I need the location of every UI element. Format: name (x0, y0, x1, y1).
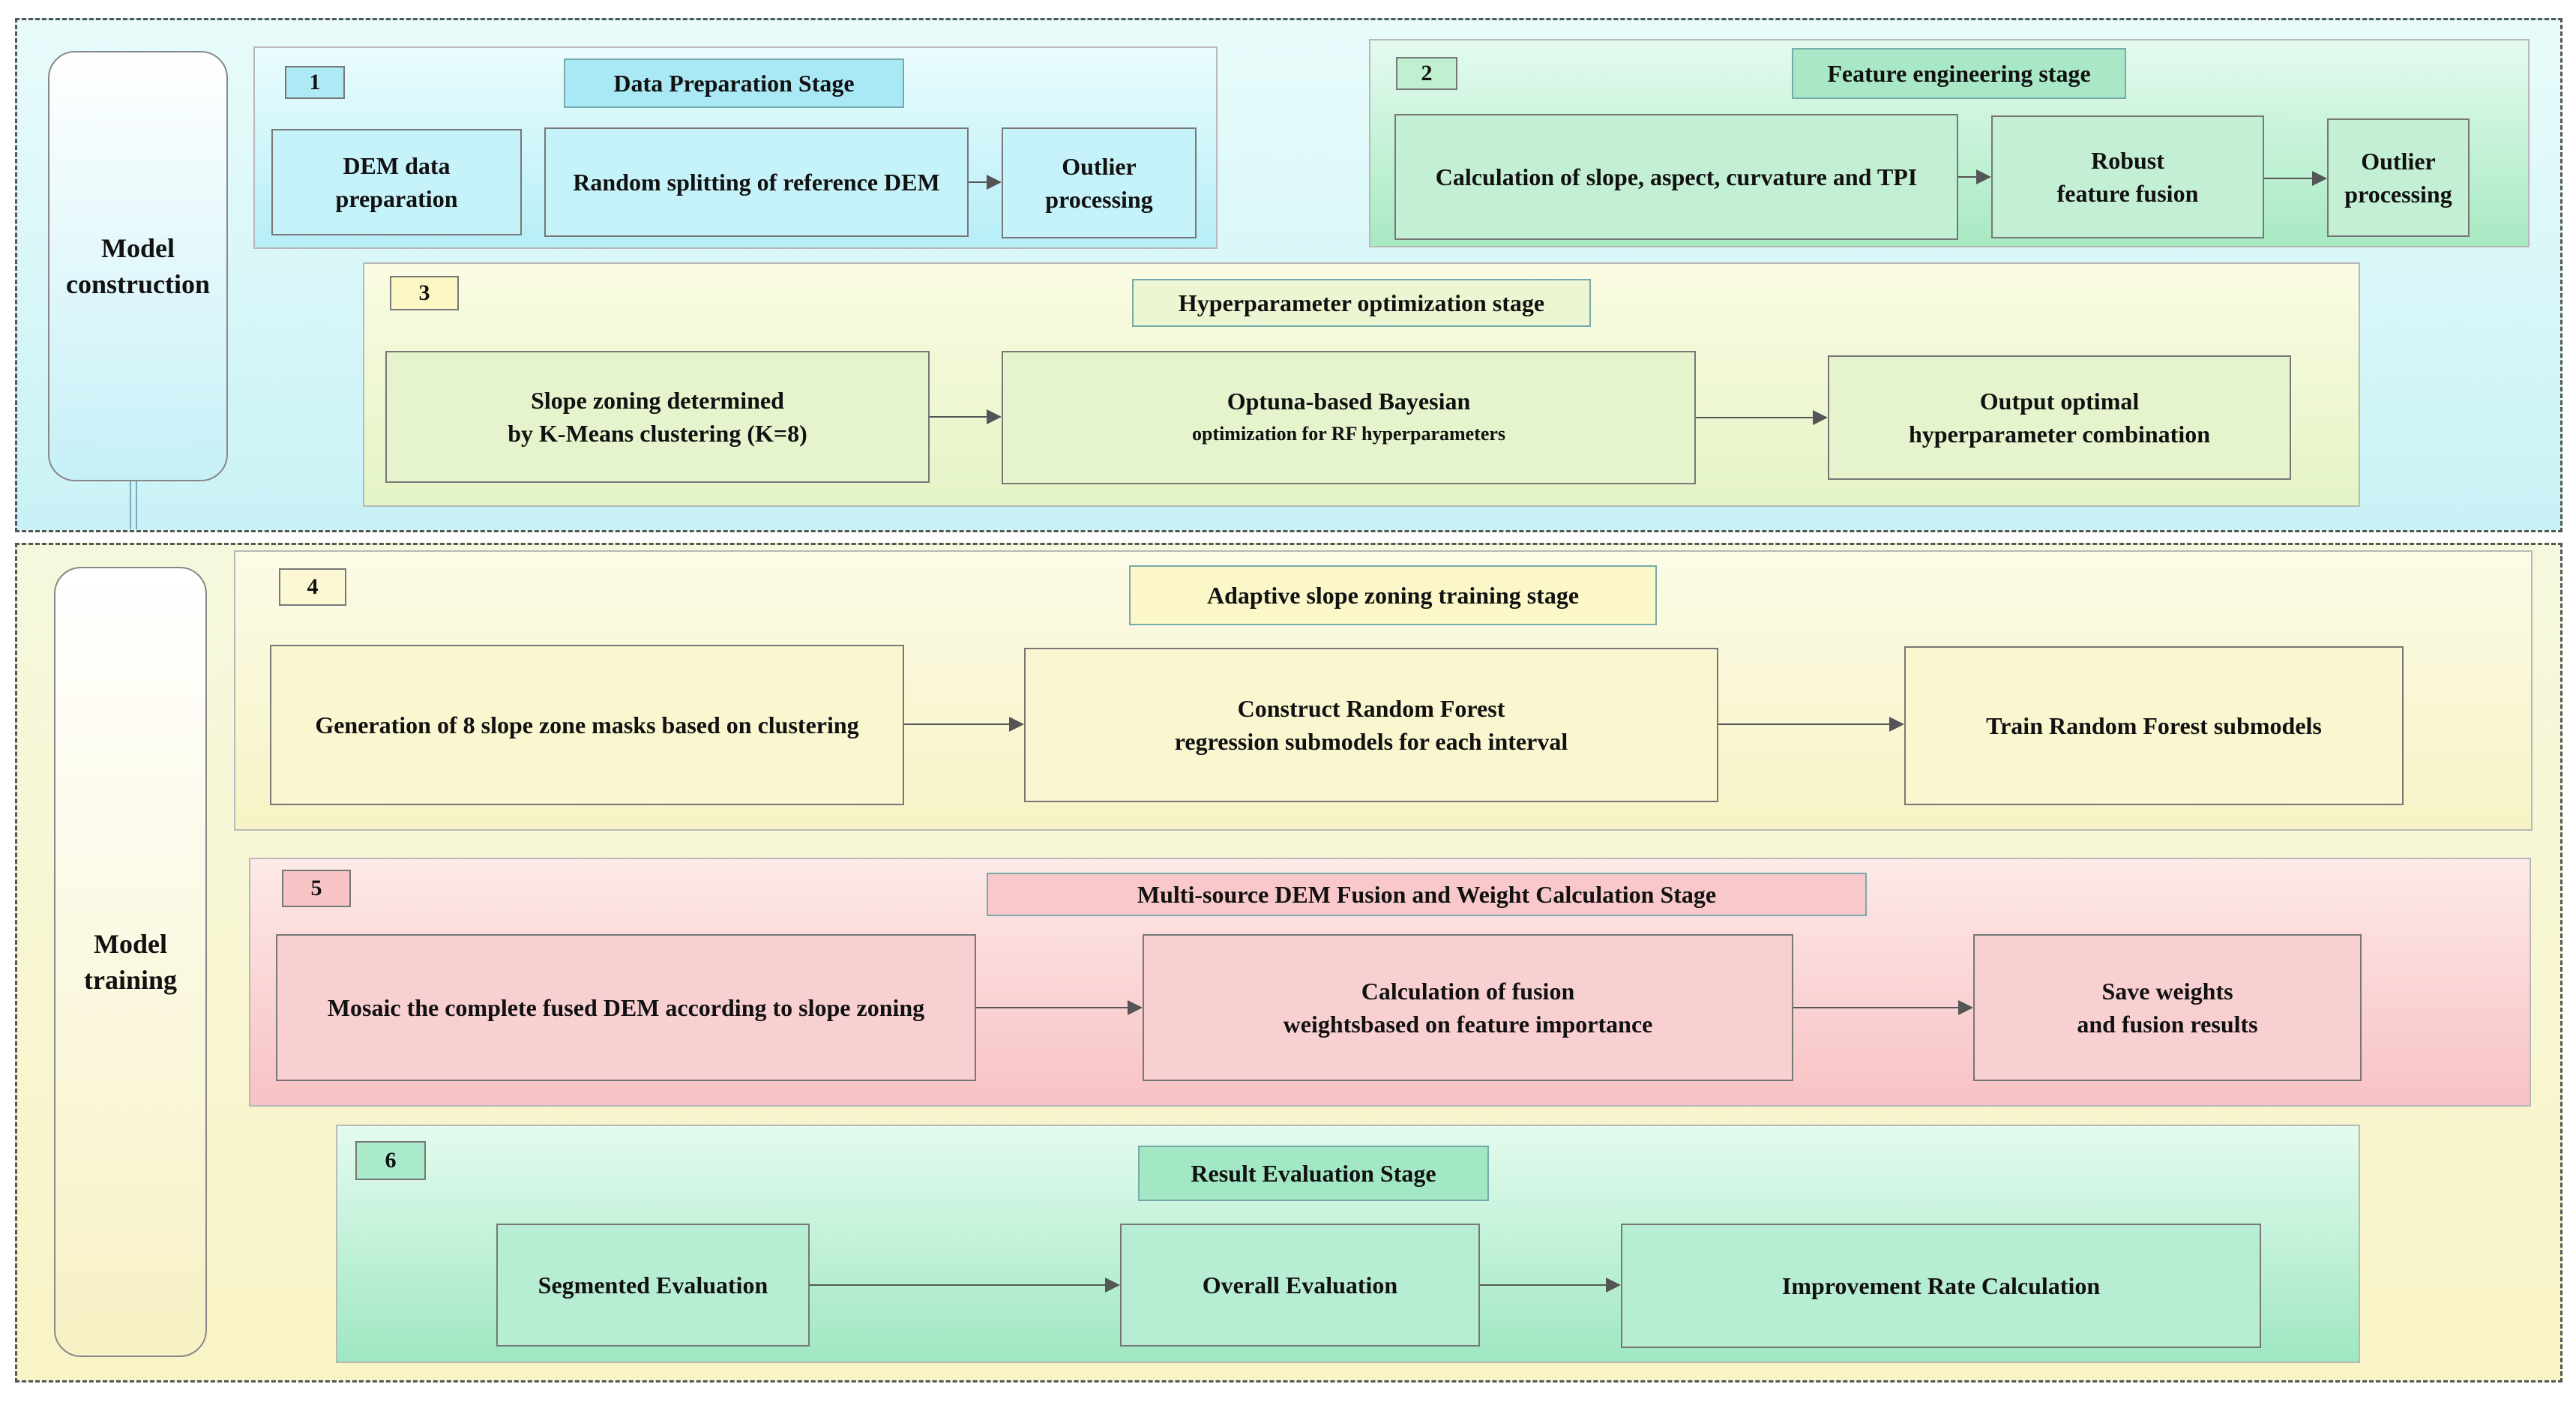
segmented-evaluation-box: Segmented Evaluation (496, 1224, 810, 1347)
improvement-rate-box: Improvement Rate Calculation (1621, 1224, 2261, 1348)
mosaic-fused-dem-box: Mosaic the complete fused DEM according … (276, 934, 976, 1081)
model-construction-text: Model construction (66, 233, 210, 299)
random-splitting-box: Random splitting of reference DEM (544, 127, 969, 237)
stage-6-title: Result Evaluation Stage (1138, 1146, 1489, 1201)
stage-1-number: 1 (285, 66, 345, 99)
outlier-processing-box-1: Outlier processing (1002, 127, 1197, 238)
slope-zoning-kmeans-box: Slope zoning determined by K-Means clust… (385, 351, 930, 483)
slope-aspect-curvature-box: Calculation of slope, aspect, curvature … (1394, 114, 1958, 240)
fusion-weights-box: Calculation of fusion weightsbased on fe… (1143, 934, 1793, 1081)
overall-evaluation-box: Overall Evaluation (1120, 1224, 1480, 1347)
stage-5-title: Multi-source DEM Fusion and Weight Calcu… (987, 873, 1867, 916)
model-construction-label: Model construction (48, 51, 228, 481)
stage-5-number: 5 (282, 870, 351, 907)
stage-3-title: Hyperparameter optimization stage (1132, 279, 1591, 327)
model-training-label: Model training (54, 567, 207, 1357)
robust-feature-fusion-box: Robust feature fusion (1991, 115, 2264, 238)
stage-4-number: 4 (279, 568, 346, 606)
train-random-forest-box: Train Random Forest submodels (1904, 646, 2404, 805)
construct-random-forest-box: Construct Random Forest regression submo… (1024, 648, 1718, 802)
stage-6-number: 6 (355, 1141, 426, 1180)
dem-data-preparation-box: DEM data preparation (271, 129, 522, 235)
output-optimal-hyperparameter-box: Output optimal hyperparameter combinatio… (1828, 355, 2291, 480)
optuna-bayesian-box: Optuna-based Bayesian optimization for R… (1002, 351, 1696, 484)
stage-4-title: Adaptive slope zoning training stage (1129, 565, 1657, 625)
outlier-processing-box-2: Outlier processing (2327, 118, 2470, 237)
stage-2-title: Feature engineering stage (1792, 48, 2126, 99)
slope-zone-masks-box: Generation of 8 slope zone masks based o… (270, 645, 904, 805)
save-weights-box: Save weights and fusion results (1973, 934, 2362, 1081)
model-training-text: Model training (83, 929, 177, 995)
stage-3-number: 3 (390, 276, 459, 310)
stage-2-number: 2 (1396, 57, 1457, 90)
optuna-bayesian-text: Optuna-based Bayesian (1227, 388, 1471, 415)
optuna-bayesian-subtext: optimization for RF hyperparameters (1191, 423, 1506, 445)
stage-1-title: Data Preparation Stage (564, 58, 904, 108)
